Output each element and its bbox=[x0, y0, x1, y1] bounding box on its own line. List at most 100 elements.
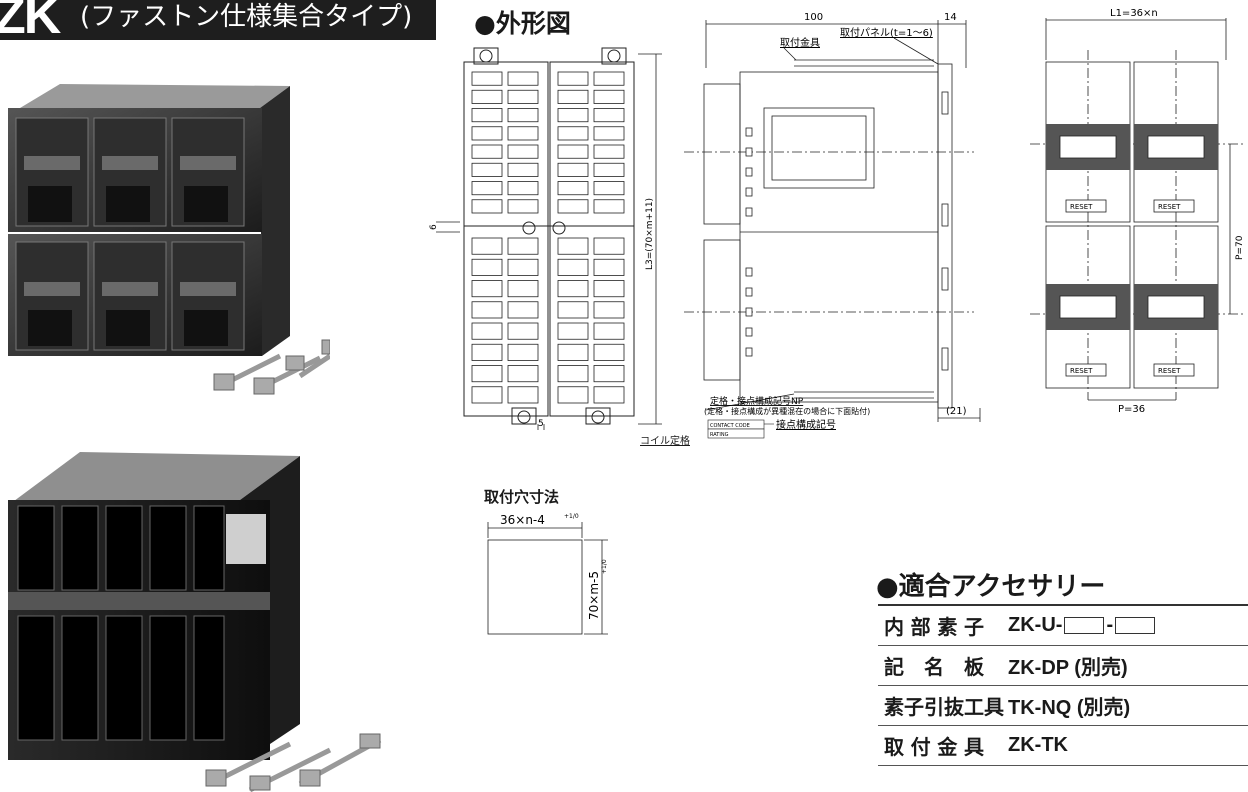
label-panel: 取付パネル(t=1〜6) bbox=[840, 26, 933, 39]
table-row: 取 付 金 具 ZK-TK bbox=[878, 725, 1248, 766]
cutout-drawing: 36×n-4 +1/0 70×m-5 +1/0 bbox=[487, 513, 608, 635]
terminal-slot bbox=[507, 199, 539, 214]
char: 部 bbox=[910, 615, 931, 639]
terminal-slot bbox=[471, 343, 503, 361]
terminal-slot bbox=[593, 71, 625, 86]
row-value: ZK-TK bbox=[992, 725, 1248, 766]
terminal-slot bbox=[507, 181, 539, 196]
table-row: 内 部 素 子 ZK-U-- bbox=[878, 604, 1248, 646]
front-dim-height: L3=(70×m+11) bbox=[645, 198, 655, 270]
row-value: TK-NQ (別売) bbox=[992, 685, 1248, 726]
rear-dim-pitch-h: P=36 bbox=[1118, 404, 1145, 415]
front-dim-bottom: 5 bbox=[538, 419, 544, 429]
terminal-slot bbox=[507, 280, 539, 298]
terminal-slot bbox=[507, 108, 539, 123]
terminal-slot bbox=[557, 365, 589, 383]
terminal-slot bbox=[471, 126, 503, 141]
terminal-slot bbox=[593, 280, 625, 298]
reset-label-2: RESET bbox=[1158, 203, 1181, 211]
terminal-slot bbox=[557, 301, 589, 319]
char: 子 bbox=[963, 615, 984, 639]
cutout-tol-height: +1/0 bbox=[601, 559, 608, 574]
terminal-slot bbox=[593, 108, 625, 123]
terminal-slot bbox=[557, 162, 589, 177]
reset-label-4: RESET bbox=[1158, 367, 1181, 375]
terminal-slot bbox=[557, 108, 589, 123]
terminal-slot bbox=[507, 126, 539, 141]
label-nameplate: 定格・接点構成記号NP bbox=[710, 395, 804, 407]
cutout-heading: 取付穴寸法 bbox=[484, 488, 560, 506]
terminal-slot bbox=[507, 386, 539, 404]
terminal-slot bbox=[557, 322, 589, 340]
terminal-slot bbox=[557, 386, 589, 404]
row-name: 取 付 金 具 bbox=[884, 731, 984, 760]
label-coil: コイル定格 bbox=[640, 436, 690, 447]
row-name: 素 子 引 抜 工 具 bbox=[884, 691, 1004, 720]
side-view-drawing: 100 14 取付金具 取付パネル(t=1〜6) 定格・接点構成記号NP (定格… bbox=[684, 12, 981, 439]
char: 具 bbox=[984, 695, 1004, 719]
char: 付 bbox=[910, 735, 931, 759]
terminal-slot bbox=[471, 199, 503, 214]
terminal-slot bbox=[507, 162, 539, 177]
part-code: ZK-U- bbox=[1008, 614, 1063, 636]
terminal-slot bbox=[471, 181, 503, 196]
terminal-slot bbox=[593, 258, 625, 276]
terminal-slot bbox=[471, 144, 503, 159]
reset-label-3: RESET bbox=[1070, 367, 1093, 375]
title-bar: ZK (ファストン仕様集合タイプ) bbox=[0, 0, 436, 40]
terminal-slot bbox=[593, 343, 625, 361]
outline-heading: ●外形図 bbox=[474, 9, 571, 38]
rear-view-drawing: RESET RESET RESET RESET L1=36×n P=70 P=3… bbox=[1030, 8, 1246, 415]
row-value: ZK-U-- bbox=[992, 604, 1248, 646]
terminal-slot bbox=[593, 365, 625, 383]
product-photo-bottom bbox=[8, 452, 382, 792]
accessories-heading: ●適合アクセサリー bbox=[876, 572, 1106, 602]
char: 具 bbox=[963, 735, 984, 759]
terminal-slot bbox=[557, 237, 589, 255]
terminal-slot bbox=[593, 181, 625, 196]
label-bracket: 取付金具 bbox=[780, 36, 820, 49]
plate-line1: CONTACT CODE bbox=[710, 423, 750, 429]
rear-dim-width: L1=36×n bbox=[1110, 8, 1158, 19]
terminal-slot bbox=[593, 144, 625, 159]
cutout-dim-height: 70×m-5 bbox=[587, 571, 601, 620]
reset-label-1: RESET bbox=[1070, 203, 1093, 211]
terminal-slot bbox=[471, 108, 503, 123]
terminal-slot bbox=[593, 301, 625, 319]
terminal-slot bbox=[471, 162, 503, 177]
rear-dim-pitch-v: P=70 bbox=[1235, 235, 1245, 260]
terminal-slot bbox=[507, 365, 539, 383]
terminal-slot bbox=[557, 343, 589, 361]
terminal-slot bbox=[471, 365, 503, 383]
char: 素 bbox=[937, 615, 958, 639]
terminal-slot bbox=[557, 144, 589, 159]
terminal-slot bbox=[593, 199, 625, 214]
terminal-slot bbox=[593, 126, 625, 141]
terminal-slot bbox=[471, 237, 503, 255]
terminal-slot bbox=[507, 71, 539, 86]
terminal-slot bbox=[471, 89, 503, 104]
terminal-slot bbox=[507, 258, 539, 276]
product-photo-top bbox=[8, 84, 330, 395]
char: 金 bbox=[937, 735, 958, 759]
terminal-slot bbox=[471, 258, 503, 276]
plate-line2: RATING bbox=[710, 432, 729, 438]
terminal-slot bbox=[593, 162, 625, 177]
terminal-slot bbox=[557, 280, 589, 298]
terminal-slot bbox=[471, 386, 503, 404]
terminal-slot bbox=[507, 322, 539, 340]
blank-box bbox=[1115, 617, 1156, 635]
char: 引 bbox=[924, 695, 944, 719]
terminal-slot bbox=[557, 258, 589, 276]
terminal-slot bbox=[507, 89, 539, 104]
char: 内 bbox=[884, 615, 904, 639]
front-view-drawing: L3=(70×m+11) 6 5 bbox=[429, 47, 662, 430]
model-subtitle: (ファストン仕様集合タイプ) bbox=[80, 2, 413, 32]
terminal-slot bbox=[507, 237, 539, 255]
terminal-slot bbox=[507, 144, 539, 159]
cutout-tol-width: +1/0 bbox=[564, 513, 579, 520]
char: 取 bbox=[884, 735, 904, 759]
terminal-slot bbox=[507, 343, 539, 361]
terminal-slot bbox=[507, 301, 539, 319]
char: 工 bbox=[964, 695, 984, 719]
